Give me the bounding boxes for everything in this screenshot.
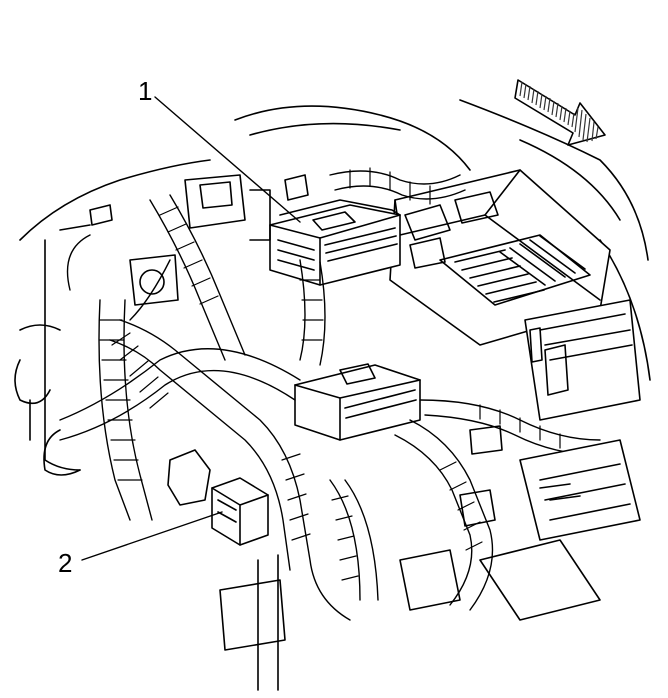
harness-wrap-rings xyxy=(99,167,561,581)
lower-connector-block xyxy=(294,363,421,441)
brackets-and-clips xyxy=(14,174,641,691)
connector-1-body xyxy=(269,199,401,286)
underhood-fuse-block xyxy=(389,169,641,421)
background-panels xyxy=(19,99,651,471)
forward-direction-arrow-icon xyxy=(514,79,606,146)
callout-number-1: 1 xyxy=(138,76,153,106)
leader-lines xyxy=(81,96,301,561)
connector-2-body xyxy=(167,449,269,546)
callout-number-2: 2 xyxy=(58,548,73,578)
